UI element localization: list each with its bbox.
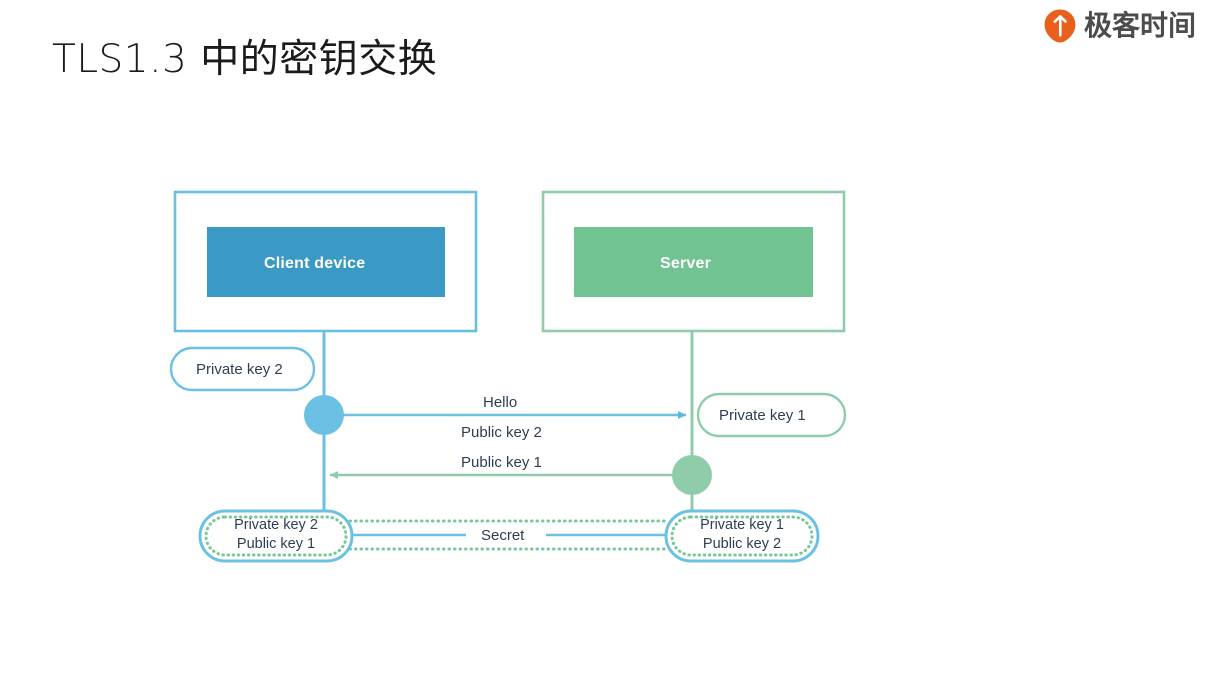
client-fill-block <box>207 227 445 297</box>
geektime-pin-icon <box>1044 9 1076 43</box>
server-private-key-label: Private key 1 <box>719 407 806 424</box>
client-result-pill-outer <box>198 509 354 563</box>
brand-logo: 极客时间 <box>1043 8 1196 44</box>
server-private-key-pill <box>696 392 847 438</box>
brand-name: 极客时间 <box>1083 9 1196 42</box>
client-junction-dot <box>304 395 344 435</box>
server-node-label: Server <box>660 255 712 272</box>
client-result-line-1: Private key 2 <box>234 517 318 533</box>
client-result-pill-inner <box>204 515 348 557</box>
page-title: TLS1.3 中的密钥交换 <box>52 37 438 82</box>
message-label-public-key-1: Public key 1 <box>461 454 542 471</box>
client-result-line-2: Public key 1 <box>236 536 316 552</box>
server-result-line-1: Private key 1 <box>700 517 784 533</box>
client-private-key-pill <box>169 346 316 392</box>
client-private-key-label: Private key 2 <box>196 361 283 378</box>
server-junction-dot <box>672 455 712 495</box>
server-result-pill-outer <box>664 509 820 563</box>
client-node-label: Client device <box>264 255 366 272</box>
secret-label-backdrop <box>466 524 546 546</box>
shared-secret-label: Secret <box>481 527 525 544</box>
message-label-hello: Hello <box>483 394 518 411</box>
server-result-line-2: Public key 2 <box>702 536 782 552</box>
server-fill-block <box>574 227 813 297</box>
server-result-pill-inner <box>670 515 814 557</box>
message-label-public-key-2: Public key 2 <box>461 424 542 441</box>
